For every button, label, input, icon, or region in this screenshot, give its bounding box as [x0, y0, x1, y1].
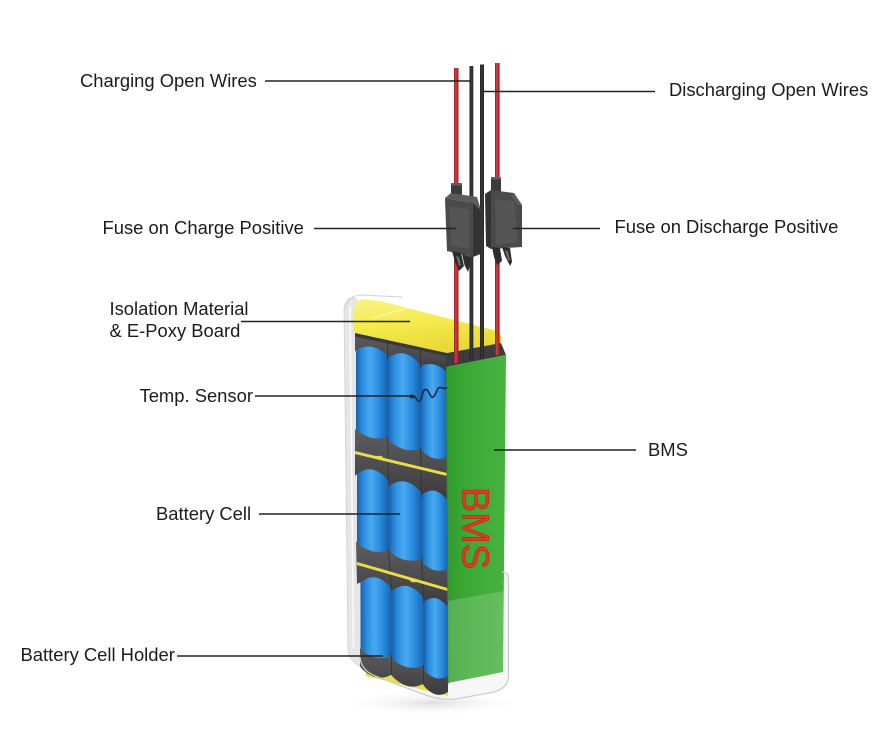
- battery-cell: [356, 338, 388, 450]
- bottom-cell-holder: [360, 648, 448, 695]
- label-isolation-material-line1: Isolation Material: [109, 298, 249, 319]
- charging-wire-red: [454, 68, 459, 185]
- discharge-fuse-holder: [485, 177, 522, 266]
- label-fuse-on-charge-positive: Fuse on Charge Positive: [102, 216, 304, 238]
- bms-board-edge: [446, 366, 449, 684]
- charge-fuse-side: [473, 203, 481, 257]
- discharging-wire-red: [495, 63, 500, 179]
- bms-board-sleeve-overlay: [448, 591, 504, 683]
- battery-cell: [360, 570, 392, 666]
- discharging-wire-black: [480, 64, 484, 359]
- label-battery-cell-holder: Battery Cell Holder: [20, 643, 175, 665]
- insulation-strip-tab: [410, 578, 418, 583]
- cell-holder-band-lower: [356, 541, 448, 607]
- battery-cell: [424, 592, 449, 684]
- label-battery-cell: Battery Cell: [156, 503, 252, 524]
- temp-sensor-wire: [411, 386, 448, 402]
- bottom-sleeve-cup-fill: [360, 572, 509, 700]
- discharging-wire-red-lower: [495, 248, 500, 355]
- holder-seam: [420, 447, 422, 494]
- charging-wire-red-lower: [454, 254, 459, 363]
- label-temp-sensor: Temp. Sensor: [139, 384, 253, 406]
- bottom-sleeve-cup: [359, 571, 510, 701]
- battery-cell: [391, 580, 424, 674]
- discharge-fuse-panel: [495, 199, 518, 245]
- label-fuse-on-discharge-positive: Fuse on Discharge Positive: [614, 216, 839, 237]
- sleeve-top-rim: [345, 294, 403, 310]
- top-holder-side: [446, 343, 506, 367]
- label-isolation-material-line2: & E-Poxy Board: [109, 320, 241, 341]
- discharge-fuse-side: [485, 190, 491, 249]
- holder-seam: [387, 548, 392, 590]
- battery-cell: [420, 355, 448, 467]
- label-bms: BMS: [648, 439, 688, 460]
- label-isolation-material: Isolation Material & E-Poxy Board: [110, 298, 249, 342]
- charge-fuse-holder: [445, 183, 481, 272]
- discharge-fuse-clip-highlight: [505, 250, 510, 261]
- bms-board-text: BMS: [454, 487, 496, 569]
- cell-holder-band: [356, 541, 448, 607]
- charge-fuse-top: [445, 193, 481, 210]
- insulation-strip-tab: [375, 455, 383, 460]
- pack-shadow: [338, 690, 528, 716]
- label-charging-open-wires: Charging Open Wires: [80, 70, 257, 91]
- bms-board-panel: [446, 355, 506, 683]
- bms-board: BMS: [446, 355, 506, 684]
- leader-lines: [177, 80, 655, 657]
- label-discharging-open-wires: Discharging Open Wires: [669, 79, 869, 100]
- charge-fuse-clip: [462, 254, 471, 272]
- discharge-fuse-clip: [492, 247, 502, 265]
- discharge-fuse-top: [511, 193, 522, 205]
- battery-cell: [387, 345, 421, 461]
- top-cell-holder-band: [355, 333, 447, 372]
- holder-seam: [421, 557, 424, 599]
- holder-seam: [387, 435, 389, 482]
- isolation-epoxy-board: [352, 299, 502, 353]
- charge-fuse-cap-highlight: [451, 183, 462, 186]
- charge-fuse-panel: [449, 206, 469, 249]
- top-cell-holder-lip: [355, 333, 447, 357]
- isolation-board-reflection: [371, 304, 419, 319]
- sleeve-highlight: [349, 305, 355, 649]
- discharge-fuse-cap: [491, 177, 501, 193]
- insulation-strip: [357, 562, 448, 591]
- battery-cells: [356, 338, 449, 684]
- cell-holder-band-upper: [355, 429, 447, 500]
- charge-fuse-clip-highlight: [456, 256, 461, 266]
- cell-holder-band: [360, 648, 448, 695]
- top-cell-holder: [355, 333, 447, 372]
- discharge-fuse-cap-highlight: [491, 177, 501, 180]
